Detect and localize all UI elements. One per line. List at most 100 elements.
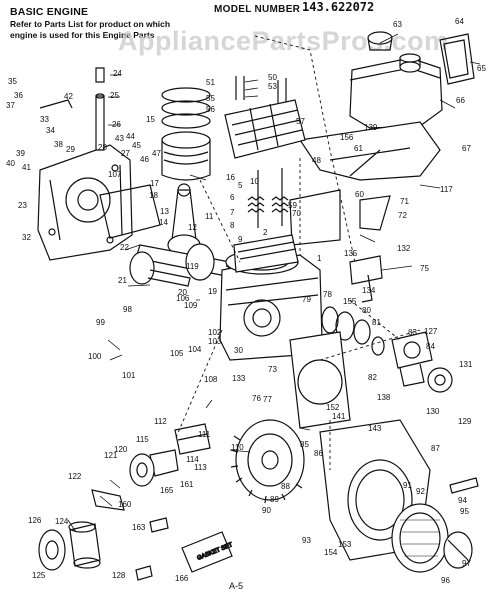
callout-88: 88	[281, 482, 290, 491]
callout-91: 91	[403, 481, 412, 490]
callout-114: 114	[186, 455, 199, 464]
callout-56: 56	[206, 105, 215, 114]
callout-18: 18	[149, 191, 158, 200]
callout-11: 11	[205, 212, 214, 221]
callout-105: 105	[170, 349, 184, 358]
callout-101: 101	[122, 371, 136, 380]
callout-89: 89	[270, 495, 279, 504]
callout-35: 35	[8, 77, 17, 86]
callout-7: 7	[230, 208, 235, 217]
callout-125: 125	[32, 571, 46, 580]
fuel-tank	[349, 31, 443, 129]
camshaft-gear	[129, 251, 191, 287]
callout-76: 76	[252, 394, 261, 403]
callout-106: 106	[176, 294, 190, 303]
callout-67: 67	[462, 144, 471, 153]
tank-strap	[439, 33, 475, 85]
callout-130: 130	[426, 407, 440, 416]
callout-44: 44	[126, 132, 135, 141]
callout-72: 72	[398, 211, 407, 220]
valve-springs	[247, 168, 289, 228]
callout-24: 24	[113, 69, 122, 78]
diagram-title: BASIC ENGINE	[10, 6, 89, 18]
small-gasket-128	[135, 565, 153, 581]
callout-71: 71	[400, 197, 409, 206]
callout-120: 120	[114, 445, 128, 454]
cover-gasket	[99, 184, 161, 239]
flywheel	[230, 419, 305, 504]
callout-85: 85	[300, 440, 309, 449]
callout-119: 119	[186, 262, 199, 271]
tank-bracket	[289, 121, 441, 246]
callout-160: 160	[118, 500, 132, 509]
callout-30: 30	[234, 346, 243, 355]
callout-103: 103	[208, 337, 222, 346]
cylinder-head	[224, 99, 306, 159]
callout-128: 128	[112, 571, 126, 580]
callout-87: 87	[431, 444, 440, 453]
callout-92: 92	[416, 487, 425, 496]
callout-16: 16	[226, 173, 235, 182]
callout-155: 155	[343, 297, 357, 306]
model-number-label: MODEL NUMBER	[214, 4, 301, 15]
callout-113: 113	[194, 463, 207, 472]
callout-6: 6	[230, 193, 235, 202]
callout-55: 55	[206, 94, 215, 103]
callout-79: 79	[302, 295, 311, 304]
callout-32: 32	[22, 233, 31, 242]
callout-97: 97	[462, 559, 471, 568]
parts-bag: GASKET SET	[181, 531, 234, 573]
callout-10: 10	[250, 177, 259, 186]
callout-83: 83	[408, 328, 417, 337]
callout-63: 63	[393, 20, 402, 29]
callout-126: 126	[28, 516, 42, 525]
small-gasket-163	[149, 517, 169, 533]
callout-23: 23	[18, 201, 27, 210]
intake-gaskets	[321, 306, 385, 356]
callout-94: 94	[458, 496, 467, 505]
callout-133: 133	[232, 374, 246, 383]
breaker-points	[129, 453, 155, 487]
callout-48: 48	[312, 156, 321, 165]
callout-22: 22	[120, 243, 129, 252]
muffler	[38, 521, 101, 571]
callout-104: 104	[188, 345, 202, 354]
callout-122: 122	[68, 472, 82, 481]
callout-28: 28	[98, 143, 107, 152]
callout-152: 152	[326, 403, 340, 412]
callout-143: 143	[368, 424, 382, 433]
callout-127: 127	[424, 327, 438, 336]
callout-124: 124	[55, 517, 69, 526]
callout-139: 139	[364, 123, 378, 132]
page-reference: A-5	[229, 581, 244, 591]
parts-list-note: Refer to Parts List for product on which…	[10, 19, 171, 40]
callout-81: 81	[372, 318, 381, 327]
callout-153: 153	[338, 540, 352, 549]
callout-65: 65	[477, 64, 486, 73]
callout-51: 51	[206, 78, 215, 87]
callout-12: 12	[188, 223, 197, 232]
callout-1: 1	[317, 254, 322, 263]
callout-17: 17	[150, 179, 159, 188]
callout-121: 121	[104, 451, 118, 460]
callout-166: 166	[175, 574, 189, 583]
callout-34: 34	[46, 126, 55, 135]
callout-43: 43	[115, 134, 124, 143]
callout-115: 115	[136, 435, 149, 444]
callout-99: 99	[96, 318, 105, 327]
callout-59: 59	[288, 201, 297, 210]
exhaust-pipe	[91, 489, 125, 511]
ignition-armature	[149, 423, 211, 477]
oil-fill-tube	[95, 67, 105, 151]
callout-132: 132	[397, 244, 411, 253]
callout-66: 66	[456, 96, 465, 105]
callout-15: 15	[146, 115, 155, 124]
callout-20: 20	[178, 288, 187, 297]
callout-27: 27	[121, 149, 130, 158]
callout-45: 45	[132, 141, 141, 150]
leader-ticks	[67, 33, 481, 533]
callout-111: 111	[198, 430, 211, 439]
callout-80: 80	[362, 306, 371, 315]
callout-84: 84	[426, 342, 435, 351]
